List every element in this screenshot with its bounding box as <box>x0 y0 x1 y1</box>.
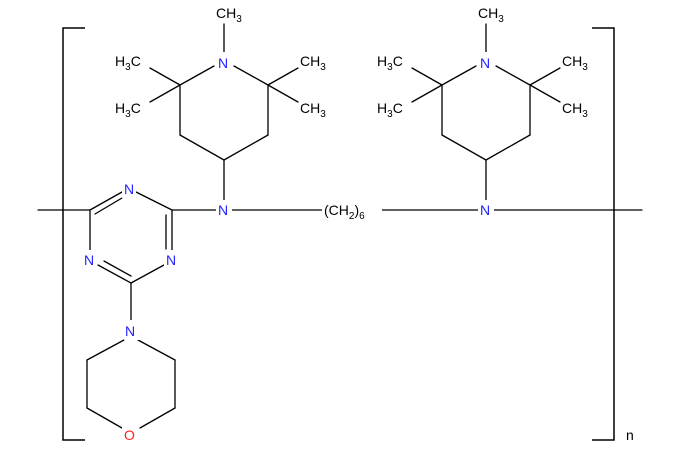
pip1-methyl-bl: H3C <box>115 100 141 120</box>
amine-n-right: N <box>480 202 490 218</box>
bond-triazine-5b <box>103 260 132 277</box>
amine-n-left: N <box>218 202 228 218</box>
triazine-n-left: N <box>84 252 94 268</box>
bond-pip2-me-bl <box>411 84 443 103</box>
bond-triazine-4 <box>130 264 165 284</box>
pip2-n: N <box>480 55 490 71</box>
bond-pip2-me-br <box>529 84 561 103</box>
bond-pip1-me-tr <box>267 67 299 86</box>
linker-ch2-6: (CH2)6 <box>324 202 365 222</box>
pip2-methyl-tl: H3C <box>377 53 403 73</box>
bond-pip1-me-bl <box>149 84 181 103</box>
morpholine-o: O <box>124 427 135 443</box>
bond-morph-d <box>139 407 176 429</box>
bond-pip2-me-tl <box>411 67 443 86</box>
pip2-methyl-n: CH3 <box>478 5 504 25</box>
left-bracket <box>62 27 85 441</box>
bond-pip1-me-tl <box>149 67 181 86</box>
repeat-count-n: n <box>626 427 634 443</box>
pip1-methyl-tr: CH3 <box>300 53 326 73</box>
pip2-methyl-tr: CH3 <box>562 53 588 73</box>
atom-labels: N N N N N N O N CH3 H3C H3C CH3 CH3 N CH… <box>82 5 588 444</box>
pip1-n: N <box>218 55 228 71</box>
triazine-n-top: N <box>124 181 134 197</box>
bond-morph-a <box>86 339 125 361</box>
bond-triazine-5 <box>97 264 132 284</box>
bond-pip1-a <box>179 134 225 161</box>
pip1-methyl-n: CH3 <box>216 5 242 25</box>
triazine-n-right: N <box>166 252 176 268</box>
bond-triazine-1b <box>94 197 123 215</box>
bond-triazine-1 <box>89 191 123 211</box>
bond-pip2-d <box>495 65 531 86</box>
bond-triazine-2 <box>135 191 173 211</box>
bond-morph-f <box>137 339 176 361</box>
bond-pip2-a <box>441 134 487 161</box>
bond-pip1-me-br <box>267 84 299 103</box>
bond-pip2-me-tr <box>529 67 561 86</box>
bond-pip2-f <box>485 134 531 161</box>
morpholine-n: N <box>125 323 135 339</box>
pip1-methyl-tl: H3C <box>115 53 141 73</box>
pip2-methyl-bl: H3C <box>377 100 403 120</box>
bond-pip2-c <box>441 65 477 86</box>
right-bracket <box>592 27 615 441</box>
bond-pip1-d <box>233 65 269 86</box>
bond-pip1-c <box>179 65 215 86</box>
pip1-methyl-br: CH3 <box>300 100 326 120</box>
bond-pip1-f <box>223 134 269 161</box>
bond-morph-c <box>86 407 123 429</box>
bonds <box>37 23 643 429</box>
pip2-methyl-br: CH3 <box>562 100 588 120</box>
